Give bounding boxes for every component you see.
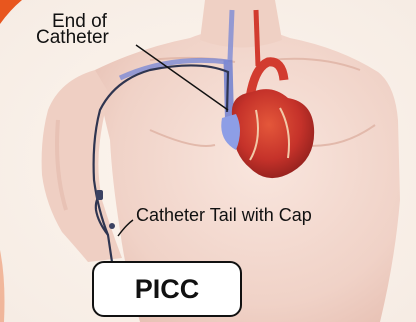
neck <box>200 0 282 48</box>
catheter-clamp <box>109 223 115 229</box>
end-of-catheter-label-line2: Catheter <box>36 28 109 47</box>
jugular-vein <box>230 10 232 60</box>
carotid-artery <box>256 10 258 66</box>
catheter-tail-label: Catheter Tail with Cap <box>136 206 312 225</box>
catheter-cap <box>96 190 103 200</box>
picc-label-box: PICC <box>92 261 242 317</box>
